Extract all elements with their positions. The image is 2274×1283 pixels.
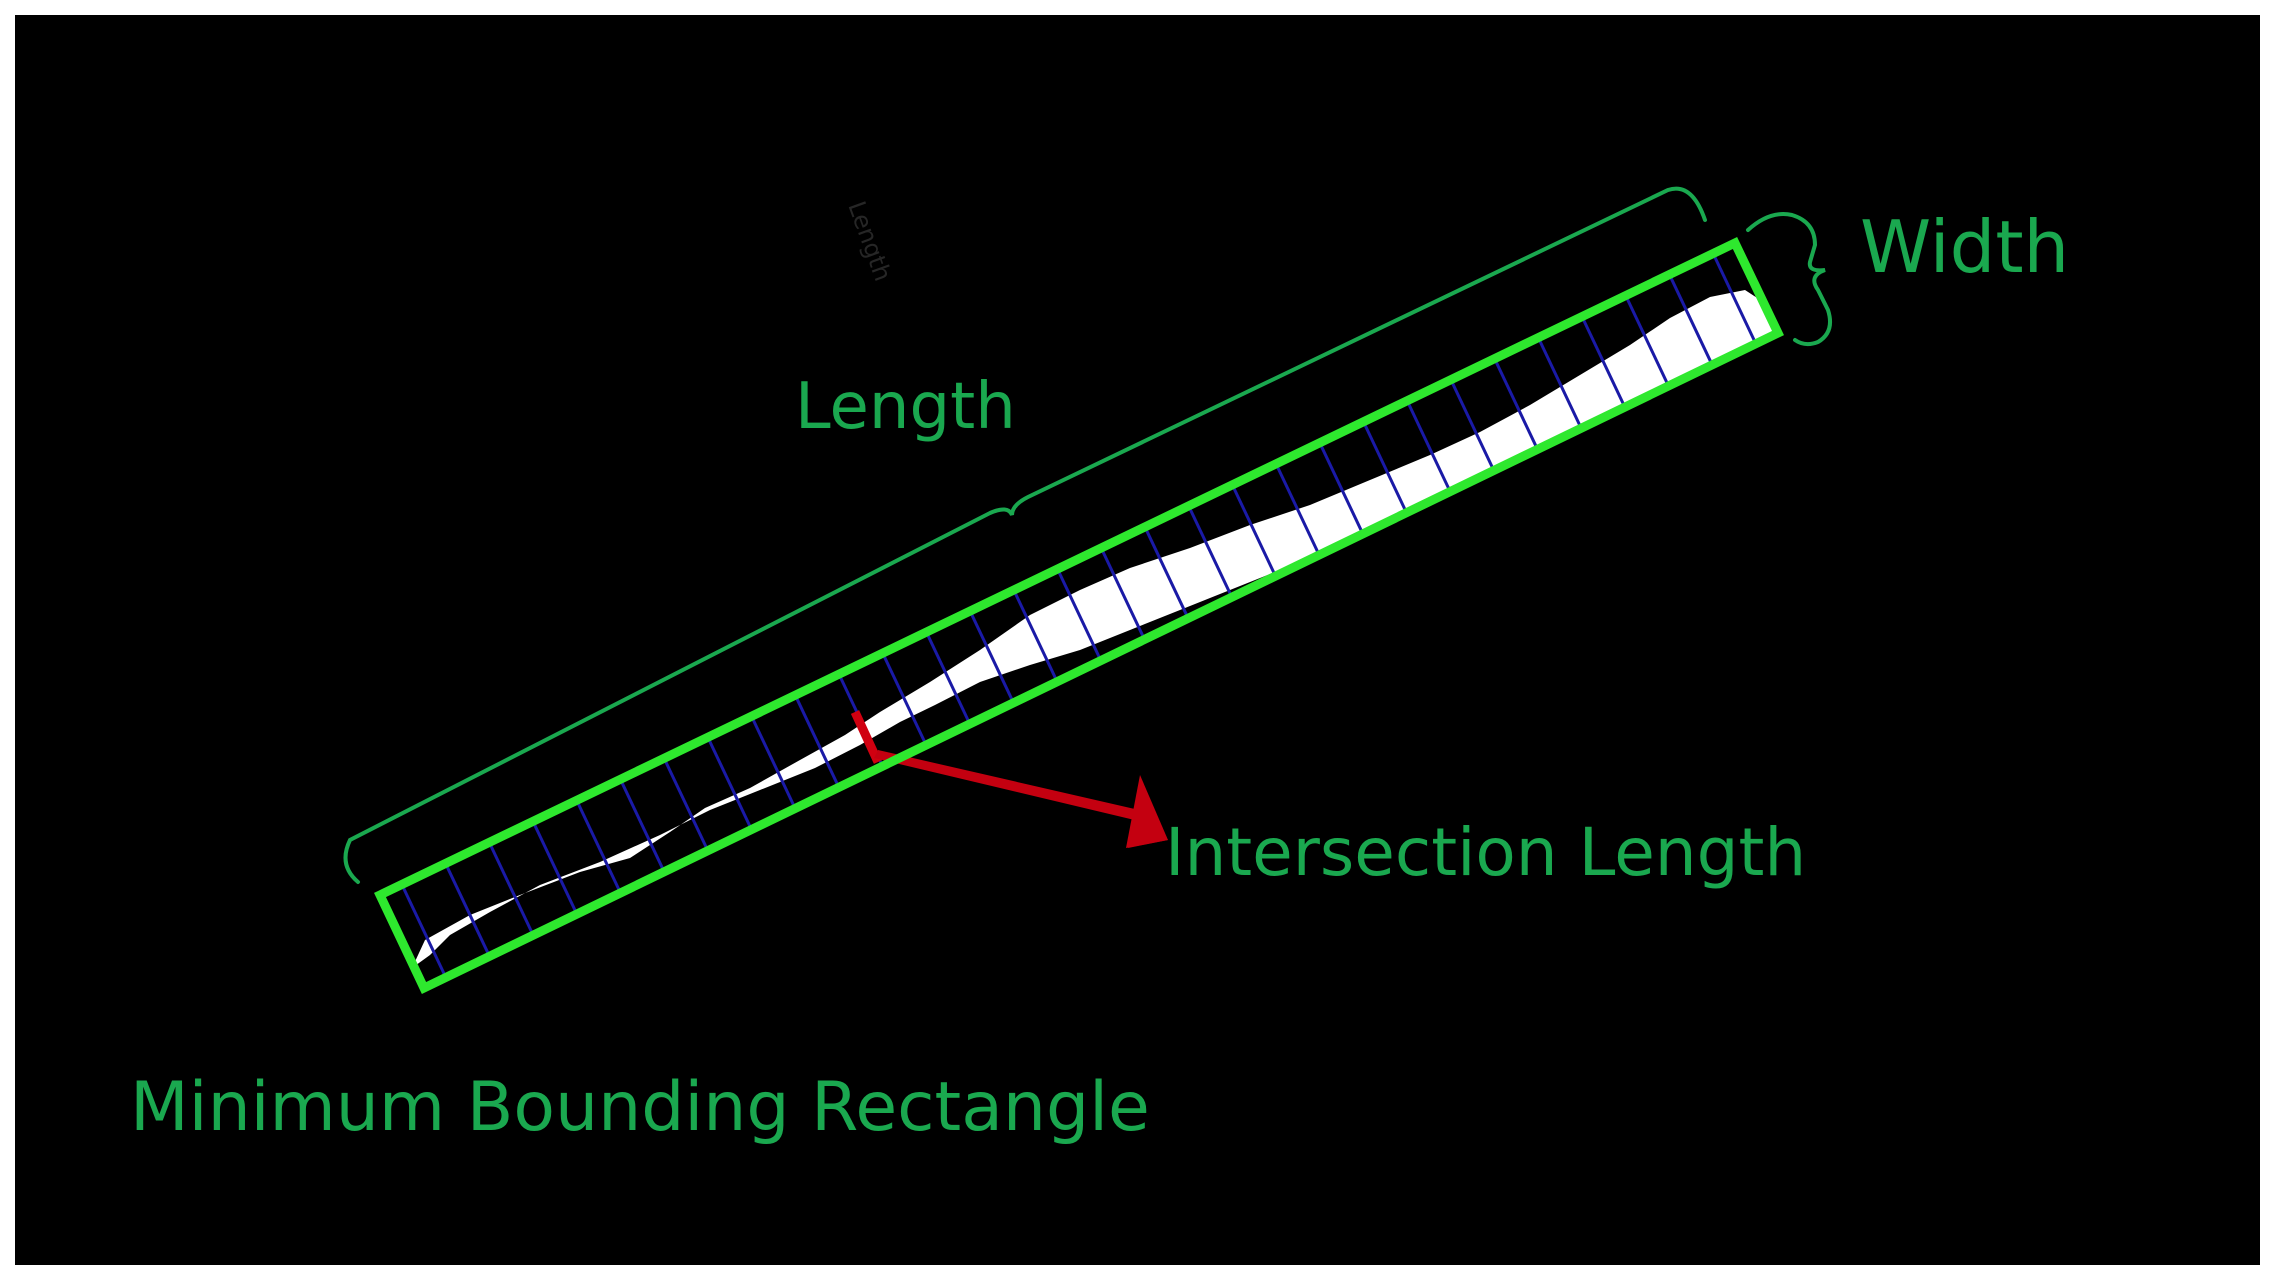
scan-line: [1711, 252, 1759, 348]
bounding-rectangle-label: Minimum Bounding Rectangle: [130, 1068, 1150, 1147]
intersection-arrow-head-icon: [1126, 775, 1168, 848]
scan-line: [487, 841, 535, 937]
scan-line: [706, 736, 754, 831]
scan-line: [1056, 568, 1103, 663]
scan-line: [619, 778, 666, 873]
scan-line: [1536, 337, 1584, 432]
width-label: Width: [1860, 205, 2069, 289]
scan-line: [575, 799, 623, 894]
scan-line: [400, 883, 448, 979]
width-brace: [1746, 212, 1832, 347]
scan-line: [1362, 421, 1409, 516]
scan-line: [1318, 442, 1366, 537]
scan-line: [793, 694, 841, 789]
scan-line: [1099, 547, 1147, 642]
scan-line: [1230, 484, 1278, 579]
scan-line: [1449, 379, 1497, 474]
scan-line: [1143, 526, 1191, 621]
intersection-segment: [850, 710, 883, 764]
scan-line: [1405, 400, 1453, 495]
length-label: Length: [795, 370, 1016, 444]
scan-line: [968, 610, 1016, 705]
intersection-arrow-icon: [874, 750, 1168, 848]
scan-line: [1187, 505, 1234, 600]
scan-line: [1668, 273, 1715, 369]
scan-line: [1012, 589, 1060, 684]
scan-line: [1624, 294, 1672, 390]
scan-line: [662, 757, 710, 852]
minimum-bounding-rectangle: [374, 236, 1784, 995]
scan-line: [881, 652, 929, 747]
scan-lines: [400, 252, 1759, 979]
scan-line: [444, 862, 491, 958]
scan-line: [925, 631, 972, 726]
length-brace: [343, 186, 1707, 884]
scan-line: [750, 715, 797, 810]
scan-line: [1493, 358, 1540, 453]
scan-line: [531, 820, 579, 916]
intersection-length-label: Intersection Length: [1165, 814, 1806, 891]
scan-line: [1580, 315, 1628, 411]
scan-line: [1274, 463, 1322, 558]
